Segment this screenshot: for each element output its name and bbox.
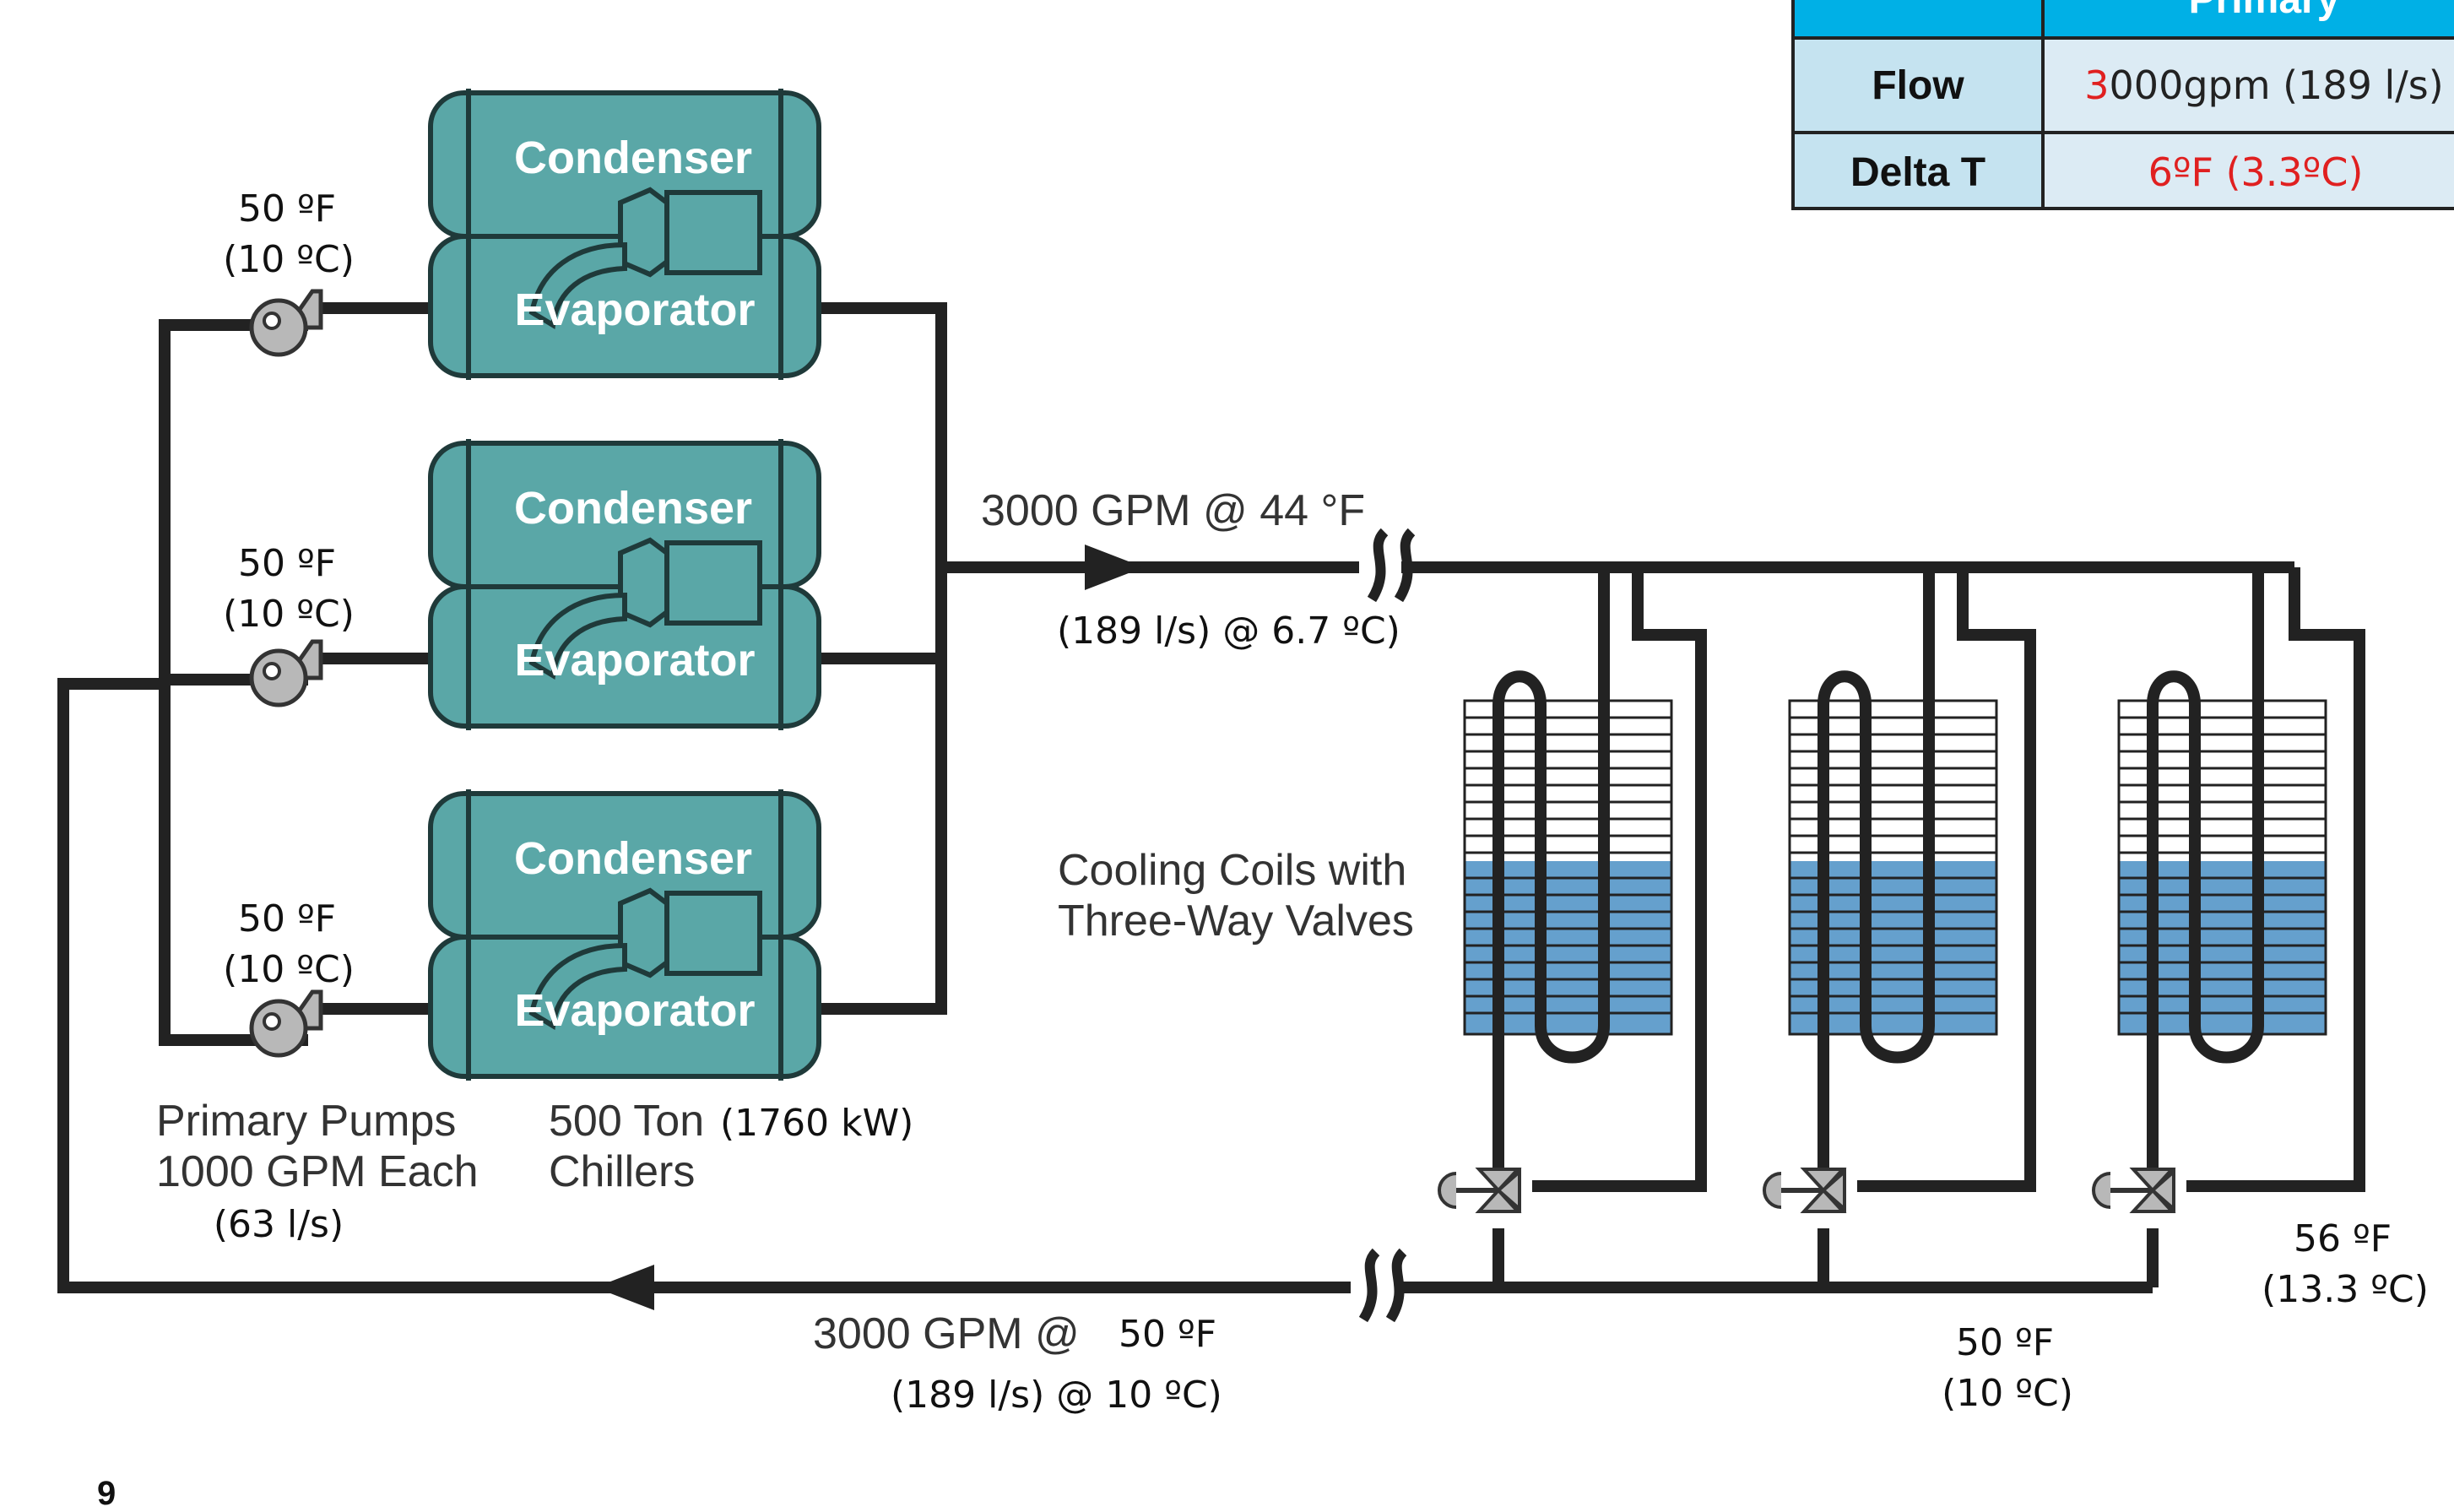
supply-break-mark bbox=[1359, 528, 1416, 603]
pump-icon bbox=[249, 989, 323, 1058]
table-row-label-delta-t: Delta T bbox=[1850, 150, 1985, 195]
evaporator-label: Evaporator bbox=[514, 985, 755, 1036]
supply-flow-label: 3000 GPM @ 44 °F bbox=[981, 486, 1365, 535]
supply-flow-si: (189 l/s) @ 6.7 ºC) bbox=[1057, 610, 1400, 653]
return-flow-si: (189 l/s) @ 10 ºC) bbox=[891, 1374, 1222, 1417]
table-row-label-flow: Flow bbox=[1872, 63, 1964, 108]
compressor-icon bbox=[528, 537, 762, 680]
primary-loop-table: Primary Flow 3000gpm (189 l/s) Delta T 6… bbox=[1791, 0, 2454, 210]
pump-temperature-labels: 50 ºF (10 ºC) 50 ºF (10 ºC) 50 ºF (10 ºC… bbox=[223, 187, 355, 991]
pump-3-temp-c: (10 ºC) bbox=[223, 948, 355, 991]
chiller-2: Condenser Evaporator bbox=[428, 439, 821, 730]
pump-1-temp-c: (10 ºC) bbox=[223, 238, 355, 281]
pumps bbox=[249, 289, 323, 1058]
table-value-delta-t: 6ºF (3.3ºC) bbox=[2148, 149, 2364, 195]
supply-flow-arrow bbox=[1085, 545, 1144, 590]
chillers-capacity: 500 Ton bbox=[549, 1097, 704, 1146]
cooling-coil-3 bbox=[2092, 567, 2327, 1213]
pump-icon bbox=[249, 289, 323, 357]
coils-label-line1: Cooling Coils with bbox=[1058, 846, 1406, 895]
bypass-temp-c: (10 ºC) bbox=[1942, 1372, 2073, 1415]
return-main bbox=[57, 678, 2153, 1293]
compressor-icon bbox=[528, 187, 762, 329]
cooling-coil-2 bbox=[1763, 567, 1998, 1213]
return-flow-arrow bbox=[595, 1265, 654, 1310]
equipment-labels: Primary Pumps 1000 GPM Each (63 l/s) 500… bbox=[156, 846, 1414, 1246]
three-way-valve-icon bbox=[1763, 1168, 1847, 1213]
chillers: Condenser Evaporator Condenser Evaporato… bbox=[428, 89, 821, 1081]
chillers-capacity-si: (1760 kW) bbox=[720, 1102, 913, 1145]
coil-return-temp-c: (13.3 ºC) bbox=[2262, 1268, 2429, 1311]
page-number: 9 bbox=[97, 1475, 116, 1512]
primary-pumps-flow: 1000 GPM Each bbox=[156, 1147, 479, 1196]
pump-3-temp-f: 50 ºF bbox=[238, 897, 336, 940]
primary-pumps-label: Primary Pumps bbox=[156, 1097, 456, 1146]
condenser-label: Condenser bbox=[514, 833, 752, 884]
chiller-3: Condenser Evaporator bbox=[428, 789, 821, 1081]
three-way-valve-icon bbox=[1438, 1168, 1522, 1213]
piping bbox=[57, 302, 2365, 1323]
return-flow-label: 3000 GPM @ bbox=[813, 1309, 1080, 1358]
pump-icon bbox=[249, 639, 323, 707]
condenser-label: Condenser bbox=[514, 483, 752, 534]
three-way-valve-icon bbox=[2092, 1168, 2176, 1213]
table-header-primary: Primary bbox=[2189, 0, 2340, 22]
return-flow-temp: 50 ºF bbox=[1119, 1313, 1216, 1356]
pump-2-temp-f: 50 ºF bbox=[238, 542, 336, 585]
return-break-mark bbox=[1351, 1248, 1407, 1323]
cooling-coils bbox=[1438, 567, 2327, 1213]
bypass-temp-f: 50 ºF bbox=[1956, 1321, 2054, 1364]
table-value-flow: 3000gpm (189 l/s) bbox=[2084, 62, 2443, 108]
compressor-icon bbox=[528, 887, 762, 1030]
chiller-1: Condenser Evaporator bbox=[428, 89, 821, 380]
flow-labels: 3000 GPM @ 44 °F (189 l/s) @ 6.7 ºC) 300… bbox=[813, 486, 2429, 1417]
chillers-label: Chillers bbox=[549, 1147, 695, 1196]
evaporator-label: Evaporator bbox=[514, 635, 755, 686]
condenser-label: Condenser bbox=[514, 133, 752, 183]
pump-2-temp-c: (10 ºC) bbox=[223, 593, 355, 636]
primary-pumps-flow-si: (63 l/s) bbox=[214, 1203, 344, 1246]
coils-label-line2: Three-Way Valves bbox=[1058, 897, 1414, 946]
pump-1-temp-f: 50 ºF bbox=[238, 187, 336, 230]
cooling-coil-1 bbox=[1438, 567, 1673, 1213]
coil-return-temp-f: 56 ºF bbox=[2294, 1217, 2392, 1260]
coil-branch-2 bbox=[1817, 567, 2036, 1287]
coil-branch-1 bbox=[1492, 567, 1707, 1287]
coil-branch-3 bbox=[2147, 567, 2365, 1287]
evaporator-label: Evaporator bbox=[514, 285, 755, 335]
